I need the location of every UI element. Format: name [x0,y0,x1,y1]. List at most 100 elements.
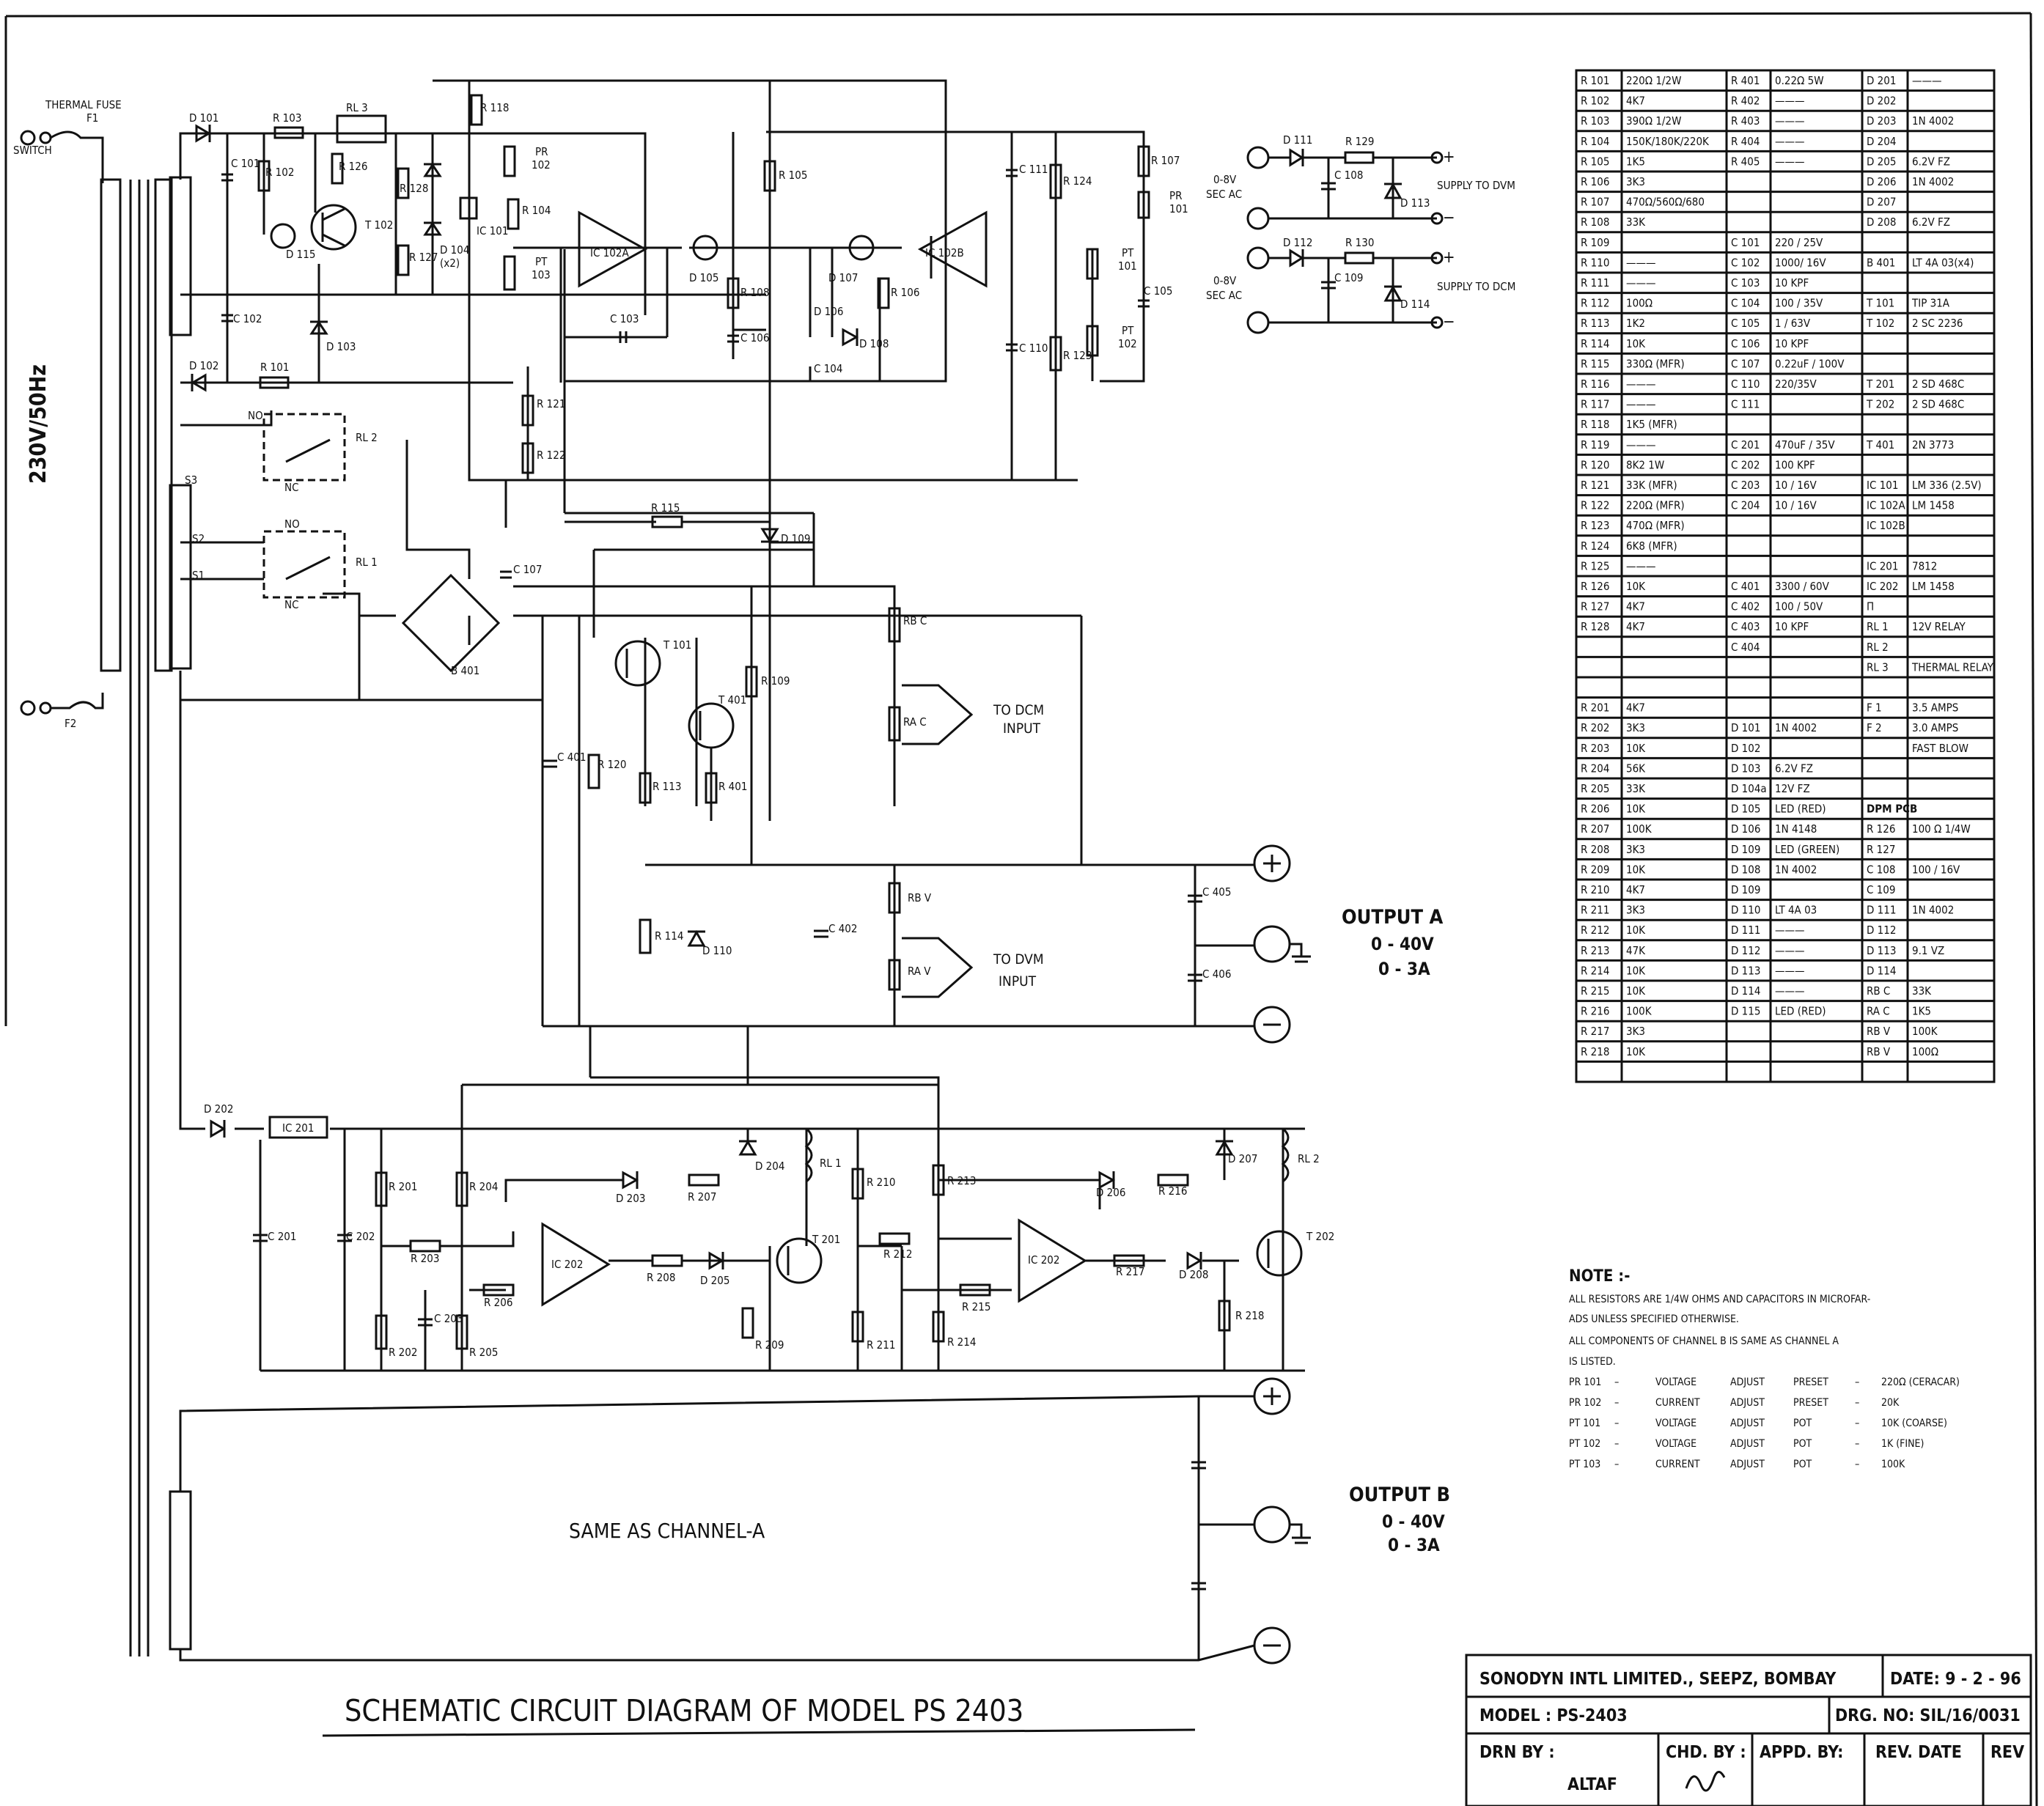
svg-text:R 208: R 208 [647,1271,675,1284]
part-value-cell: 56K [1626,762,1646,775]
part-value-cell: 6.2V FZ [1912,215,1950,229]
part-ref-cell: R 111 [1581,276,1609,290]
svg-text:R 202: R 202 [389,1346,417,1359]
part-ref-cell: R 124 [1581,539,1609,553]
svg-text:S1: S1 [192,569,205,582]
svg-text:PR: PR [1169,189,1183,202]
part-value-cell: 10K [1626,964,1646,977]
preset-note-text: PT 102 [1569,1438,1600,1450]
svg-text:T 102: T 102 [364,218,393,232]
part-value-cell: ——— [1626,559,1656,572]
part-ref-cell: R 107 [1581,196,1609,209]
svg-text:0 - 3A: 0 - 3A [1378,959,1430,979]
part-ref-cell: D 103 [1731,762,1760,775]
part-ref-cell: R 212 [1581,924,1609,937]
part-value-cell: ——— [1626,398,1656,411]
part-ref-cell: D 207 [1867,196,1896,209]
svg-text:MODEL : PS-2403: MODEL : PS-2403 [1479,1706,1628,1725]
part-value-cell: 10 / 16V [1775,499,1817,512]
svg-text:102: 102 [1118,337,1137,350]
part-ref-cell: C 403 [1731,620,1760,633]
svg-text:RL 2: RL 2 [356,431,378,444]
part-ref-cell: D 108 [1731,863,1760,876]
part-value-cell: 470Ω (MFR) [1626,519,1685,532]
part-value-cell: ——— [1626,438,1656,452]
part-value-cell: 2 SC 2236 [1912,317,1963,330]
part-value-cell: LM 1458 [1912,499,1955,512]
part-ref-cell: R 112 [1581,297,1609,310]
part-value-cell: 33K [1912,984,1932,998]
svg-text:C 109: C 109 [1334,271,1363,284]
part-ref-cell: D 101 [1731,721,1760,734]
part-value-cell: 3K3 [1626,843,1645,856]
part-ref-cell: C 404 [1731,641,1760,654]
part-value-cell: 8K2 1W [1626,458,1664,471]
same-as-channel-a: SAME AS CHANNEL-A [569,1519,765,1543]
preset-note-value: 1K (FINE) [1881,1438,1924,1450]
part-value-cell: 1000/ 16V [1775,256,1826,269]
part-value-cell: 150K/180K/220K [1626,135,1710,148]
part-value-cell: 1K5 [1626,155,1645,168]
sheet-border [4,12,2038,1806]
part-value-cell: 220Ω 1/2W [1626,74,1681,87]
part-value-cell: ——— [1775,155,1805,168]
part-value-cell: 470Ω/560Ω/680 [1626,196,1705,209]
part-value-cell: 3.5 AMPS [1912,701,1958,715]
fuse-f2-label: F2 [65,717,76,730]
preset-note-text: CURRENT [1655,1459,1700,1470]
svg-text:OUTPUT B: OUTPUT B [1349,1484,1450,1506]
svg-text:PT: PT [535,255,548,268]
middle-components [262,413,1311,1044]
part-ref-cell: IC 202 [1867,580,1898,593]
preset-note-text: VOLTAGE [1655,1418,1696,1429]
svg-text:IC 202: IC 202 [1028,1253,1059,1267]
part-value-cell: 33K [1626,782,1646,795]
svg-text:RA V: RA V [908,965,931,978]
svg-text:D 106: D 106 [814,305,843,318]
part-ref-cell: RB C [1867,984,1890,998]
switch-label: SWITCH [13,144,52,157]
dvm-supply: D 111 R 129 C 108 D 113 0-8V SEC AC SUPP… [1206,133,1515,230]
svg-text:D 102: D 102 [189,359,218,372]
mains-rating-label: 230V/50Hz [26,364,51,484]
part-ref-cell: R 127 [1867,843,1895,856]
part-ref-cell: D 115 [1731,1005,1760,1018]
part-value-cell: LM 336 (2.5V) [1912,479,1982,492]
part-ref-cell: R 217 [1581,1025,1609,1038]
svg-text:C 102: C 102 [233,312,262,325]
preset-note-dash: – [1855,1459,1859,1470]
part-value-cell: 10 KPF [1775,337,1809,350]
part-ref-cell: R 127 [1581,600,1609,613]
preset-note-dash: – [1855,1376,1859,1388]
preset-note-text: – [1614,1397,1619,1409]
svg-text:PT: PT [1122,324,1134,337]
svg-text:IC 201: IC 201 [282,1121,314,1135]
part-ref-cell: D 113 [1867,944,1896,957]
part-ref-cell: RB V [1867,1045,1891,1058]
svg-text:R 215: R 215 [962,1300,990,1313]
svg-text:−: − [1443,209,1455,227]
part-ref-cell: T 202 [1866,398,1894,411]
part-ref-cell: C 204 [1731,499,1760,512]
svg-text:TO DCM: TO DCM [993,702,1044,718]
part-ref-cell: D 112 [1867,924,1896,937]
svg-text:D 208: D 208 [1179,1268,1208,1281]
svg-text:RL 3: RL 3 [346,101,368,114]
svg-text:D 203: D 203 [616,1192,645,1205]
part-ref-cell: C 110 [1731,377,1760,391]
part-value-cell: 220 / 25V [1775,236,1823,249]
svg-text:D 205: D 205 [700,1274,729,1287]
svg-text:D 112: D 112 [1283,236,1312,249]
part-ref-cell: R 216 [1581,1005,1609,1018]
svg-text:0-8V: 0-8V [1213,274,1237,287]
part-ref-cell: R 105 [1581,155,1609,168]
part-value-cell: ——— [1775,984,1805,998]
part-value-cell: ——— [1626,276,1656,290]
part-ref-cell: D 102 [1731,742,1760,755]
svg-text:ADS UNLESS SPECIFIED OTHERWISE: ADS UNLESS SPECIFIED OTHERWISE. [1569,1313,1739,1325]
svg-text:R 210: R 210 [867,1176,895,1189]
part-ref-cell: C 202 [1731,458,1760,471]
part-value-cell: ——— [1912,74,1942,87]
part-value-cell: 1N 4002 [1775,721,1817,734]
part-ref-cell: R 119 [1581,438,1609,452]
